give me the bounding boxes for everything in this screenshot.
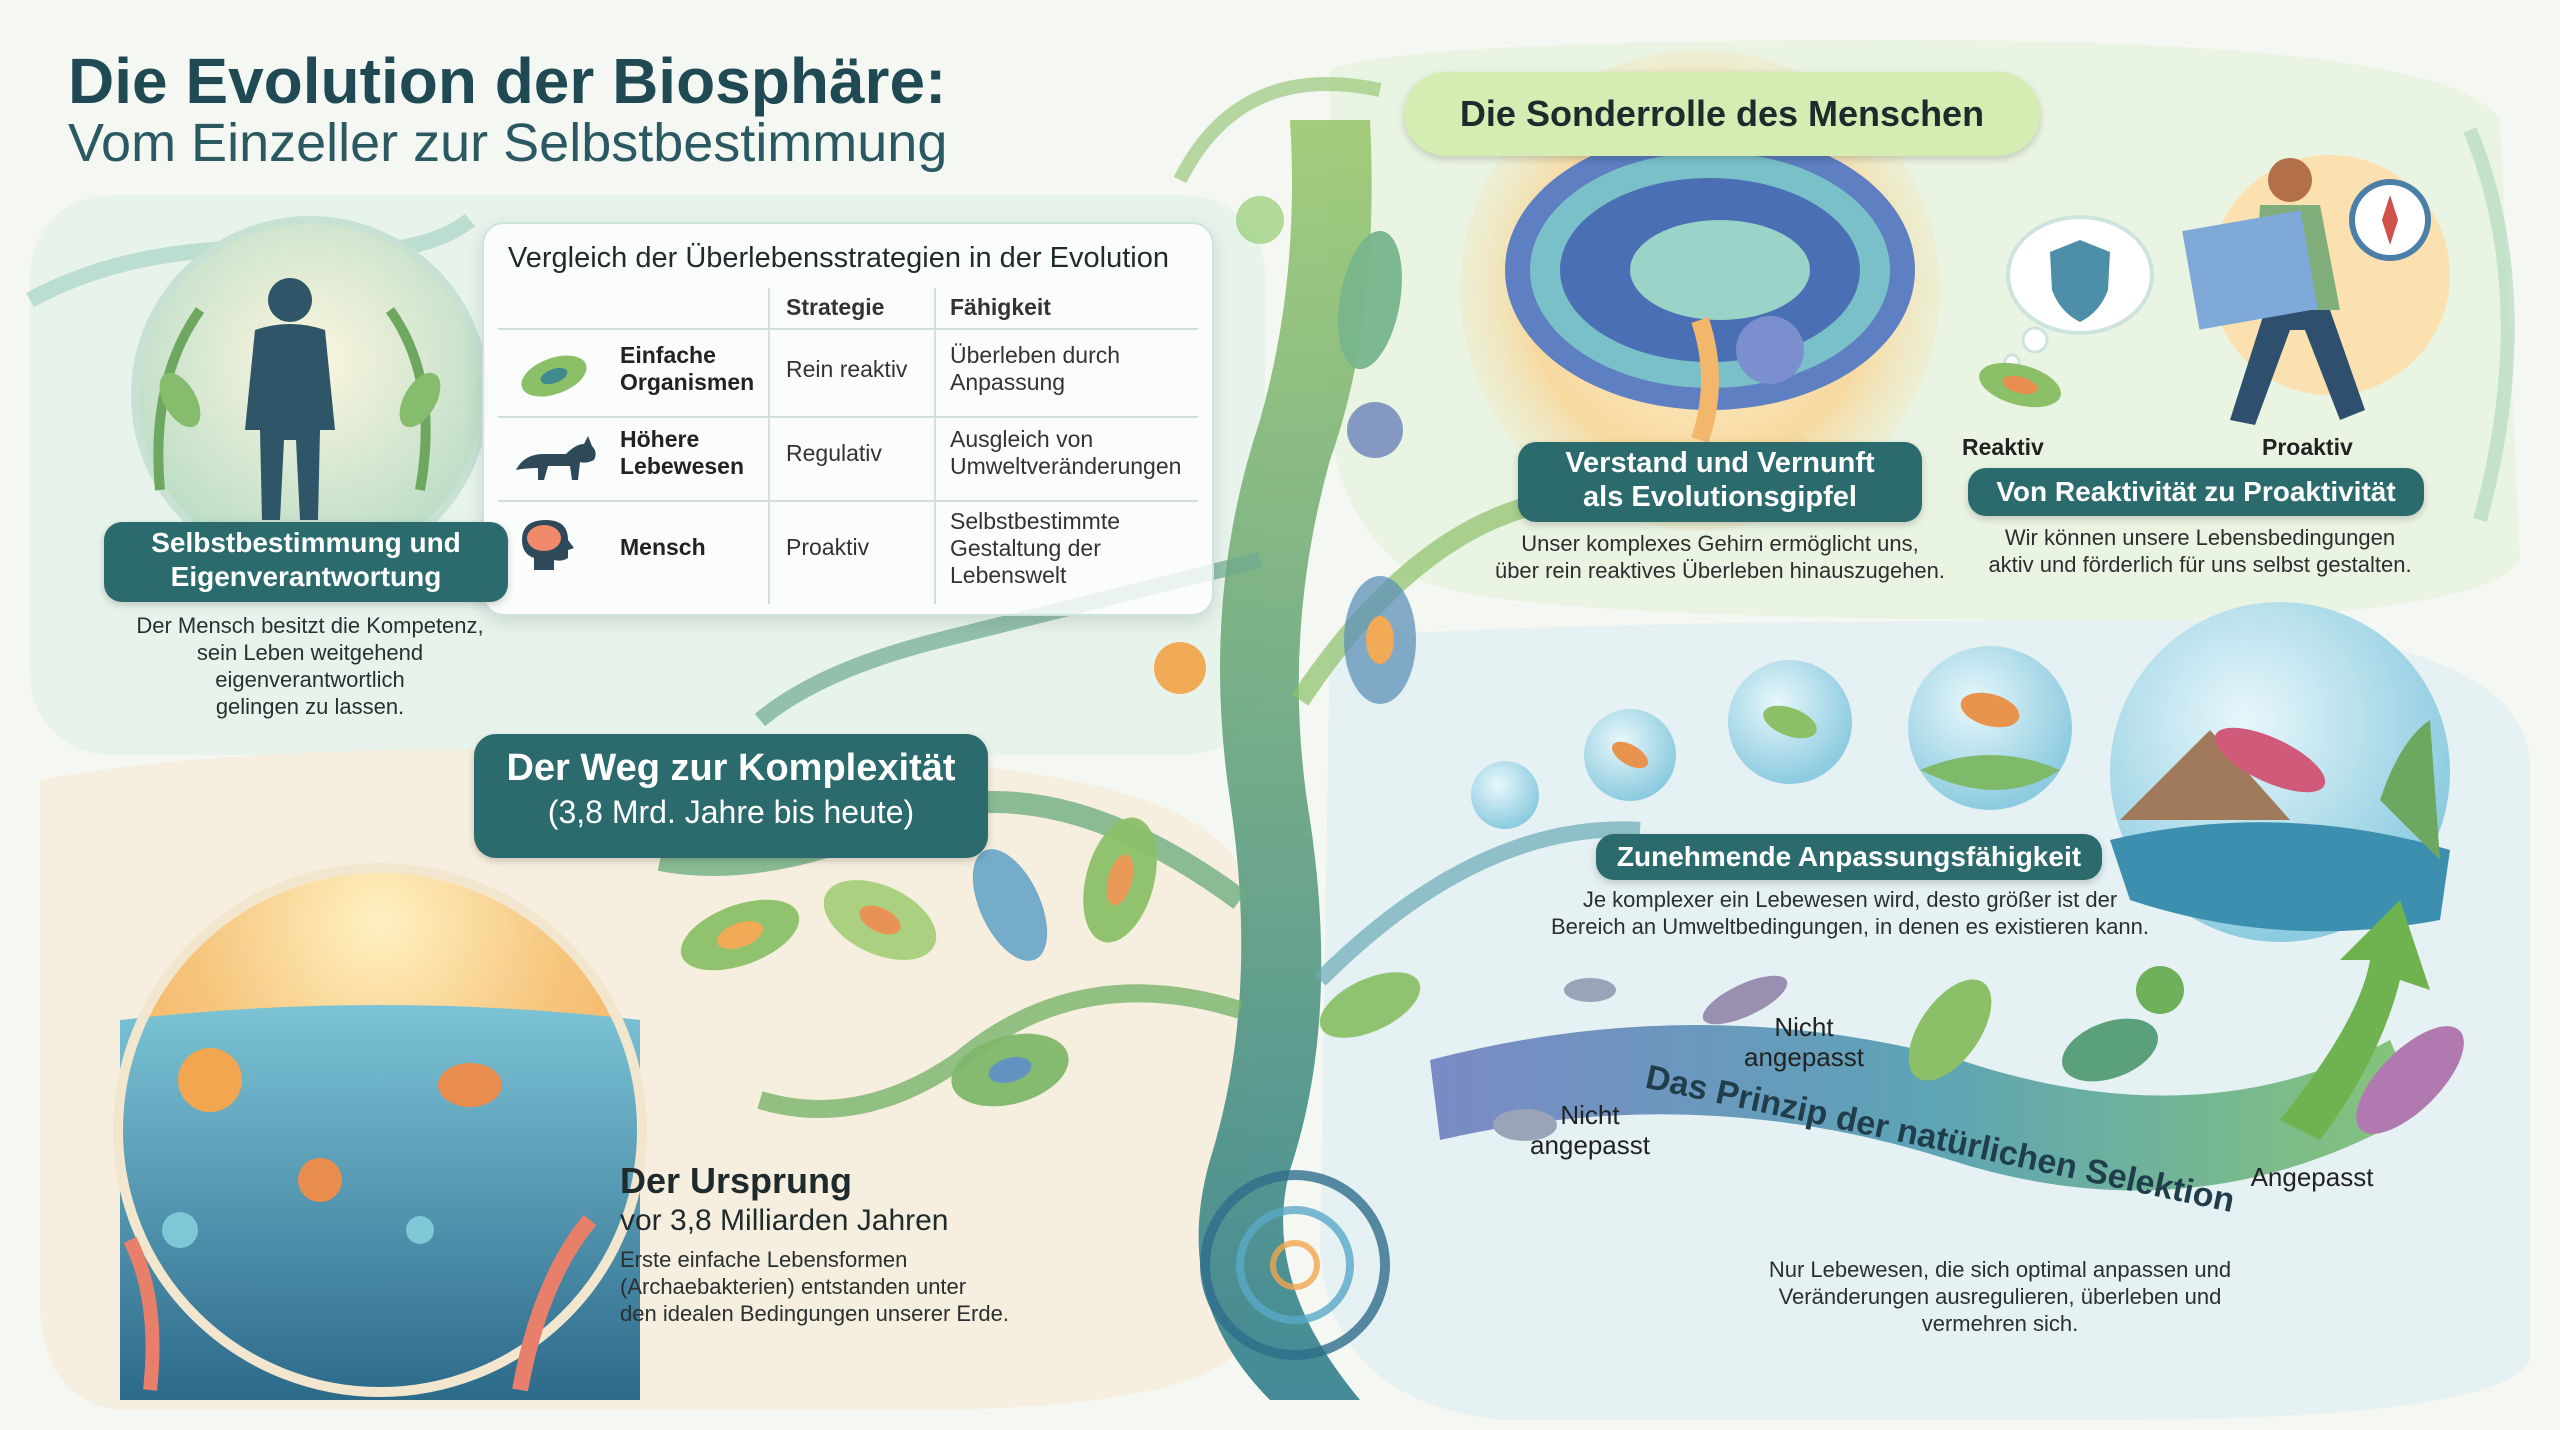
organism-label: Einfache	[620, 342, 716, 368]
label-line: (3,8 Mrd. Jahre bis heute)	[547, 794, 915, 830]
text-line: sein Leben weitgehend	[196, 640, 424, 665]
ability-value: Selbstbestimmte Gestaltung der Lebenswel…	[950, 508, 1200, 589]
complexity-path-label: Der Weg zur Komplexität (3,8 Mrd. Jahre …	[474, 734, 988, 858]
text-line: (Archaebakterien) entstanden unter	[620, 1274, 967, 1299]
table-divider	[934, 288, 936, 604]
leaf-cells	[680, 196, 1421, 1107]
human-role-title: Die Sonderrolle des Menschen	[1404, 72, 2040, 156]
text-line: aktiv und förderlich für uns selbst gest…	[1988, 552, 2412, 577]
label-line: angepasst	[1744, 1042, 1864, 1072]
ability-line: Anpassung	[950, 369, 1066, 395]
text-line: gelingen zu lassen.	[215, 694, 405, 719]
strategy-value: Rein reaktiv	[786, 356, 908, 382]
label-line: angepasst	[1530, 1130, 1650, 1160]
text-line: vermehren sich.	[1921, 1311, 2079, 1336]
selection-text: Nur Lebewesen, die sich optimal anpassen…	[1700, 1256, 2300, 1337]
text-line: den idealen Bedingungen unserer Erde.	[620, 1301, 1009, 1326]
origin-title: Der Ursprung	[620, 1160, 853, 1201]
label-line: Verstand und Vernunft	[1565, 447, 1875, 479]
page-subtitle: Vom Einzeller zur Selbstbestimmung	[68, 113, 948, 173]
adaptability-label: Zunehmende Anpassungsfähigkeit	[1596, 834, 2102, 880]
column-header-strategy: Strategie	[786, 294, 885, 320]
organism-label: Lebewesen	[620, 453, 744, 479]
origin-subtitle: vor 3,8 Milliarden Jahren	[620, 1204, 949, 1237]
not-adapted-label: Nicht angepasst	[1724, 1012, 1884, 1072]
swirl	[1200, 1170, 1390, 1360]
text-line: Unser komplexes Gehirn ermöglicht uns,	[1521, 531, 1919, 556]
organism-label: Organismen	[620, 369, 755, 395]
label-line: Eigenverantwortung	[170, 561, 442, 592]
proactivity-text: Wir können unsere Lebensbedingungen akti…	[1940, 524, 2460, 578]
ability-line: Ausgleich von	[950, 426, 1094, 452]
ability-line: Gestaltung der	[950, 535, 1101, 561]
bacterium-icon	[521, 355, 587, 397]
tree-trunk	[1198, 120, 1372, 1400]
selection-arrow	[2280, 900, 2430, 1140]
text-line: Erste einfache Lebensformen	[620, 1247, 908, 1272]
text-line: Nur Lebewesen, die sich optimal anpassen…	[1768, 1257, 2232, 1282]
table-divider	[498, 500, 1198, 502]
label-line: Der Weg zur Komplexität	[506, 747, 956, 789]
text-line: über rein reaktives Überleben hinauszuge…	[1494, 558, 1946, 583]
human-portrait	[131, 216, 489, 574]
table-divider	[768, 288, 770, 604]
column-header-ability: Fähigkeit	[950, 294, 1051, 320]
text-line: Wir können unsere Lebensbedingungen	[2004, 525, 2396, 550]
proactive-person	[2182, 155, 2450, 425]
ability-value: Ausgleich von Umweltveränderungen	[950, 426, 1200, 480]
label-line: Nicht	[1774, 1012, 1834, 1042]
reactive-bacterium	[1979, 362, 2061, 408]
organism-label: Höhere	[620, 426, 700, 452]
cat-icon	[516, 436, 596, 480]
self-determination-label: Selbstbestimmung und Eigenverantwortung	[104, 522, 508, 602]
table-title: Vergleich der Überlebensstrategien in de…	[508, 242, 1169, 274]
label-line: Nicht	[1560, 1100, 1620, 1130]
table-row: Einfache Organismen	[620, 342, 754, 396]
reason-label: Verstand und Vernunft als Evolutionsgipf…	[1518, 442, 1922, 522]
not-adapted-label: Nicht angepasst	[1510, 1100, 1670, 1160]
self-determination-text: Der Mensch besitzt die Kompetenz, sein L…	[70, 612, 550, 720]
origin-text: Erste einfache Lebensformen (Archaebakte…	[620, 1246, 1009, 1327]
proactivity-label: Von Reaktivität zu Proaktivität	[1968, 468, 2424, 516]
text-line: Der Mensch besitzt die Kompetenz,	[136, 613, 484, 638]
table-row: Höhere Lebewesen	[620, 426, 744, 480]
ability-line: Selbstbestimmte	[950, 508, 1121, 534]
ability-line: Umweltveränderungen	[950, 453, 1182, 479]
text-line: Je komplexer ein Lebewesen wird, desto g…	[1582, 887, 2118, 912]
page-title: Die Evolution der Biosphäre:	[68, 45, 947, 117]
text-line: Bereich an Umweltbedingungen, in denen e…	[1550, 914, 2150, 939]
brain-illustration	[1460, 50, 1940, 530]
adaptability-bubbles	[1471, 602, 2450, 942]
ability-line: Lebenswelt	[950, 562, 1067, 588]
tree-branch-right-low	[1314, 821, 1641, 986]
strategy-value: Regulativ	[786, 440, 882, 466]
reactive-label: Reaktiv	[1962, 434, 2044, 460]
ability-line: Überleben durch	[950, 342, 1121, 368]
adaptability-text: Je komplexer ein Lebewesen wird, desto g…	[1500, 886, 2200, 940]
adapted-label: Angepasst	[2250, 1162, 2374, 1192]
vine-right	[2463, 127, 2515, 522]
proactive-label: Proaktiv	[2262, 434, 2353, 460]
origin-ocean	[113, 863, 647, 1400]
table-divider	[498, 328, 1198, 330]
comparison-table: Vergleich der Überlebensstrategien in de…	[482, 222, 1214, 616]
strategy-value: Proaktiv	[786, 534, 870, 560]
text-line: eigenverantwortlich	[215, 667, 405, 692]
human-brain-icon	[522, 520, 574, 570]
table-row: Mensch	[620, 534, 706, 561]
label-line: als Evolutionsgipfel	[1583, 481, 1857, 513]
selection-ribbon	[1430, 1025, 2420, 1191]
text-line: Veränderungen ausregulieren, überleben u…	[1778, 1284, 2222, 1309]
table-divider	[498, 416, 1198, 418]
vine-top	[1173, 77, 1382, 184]
ability-value: Überleben durch Anpassung	[950, 342, 1200, 396]
organism-label: Mensch	[620, 534, 706, 560]
label-line: Selbstbestimmung und	[151, 527, 461, 558]
reason-text: Unser komplexes Gehirn ermöglicht uns, ü…	[1420, 530, 2020, 584]
selection-organisms	[1493, 966, 2464, 1141]
